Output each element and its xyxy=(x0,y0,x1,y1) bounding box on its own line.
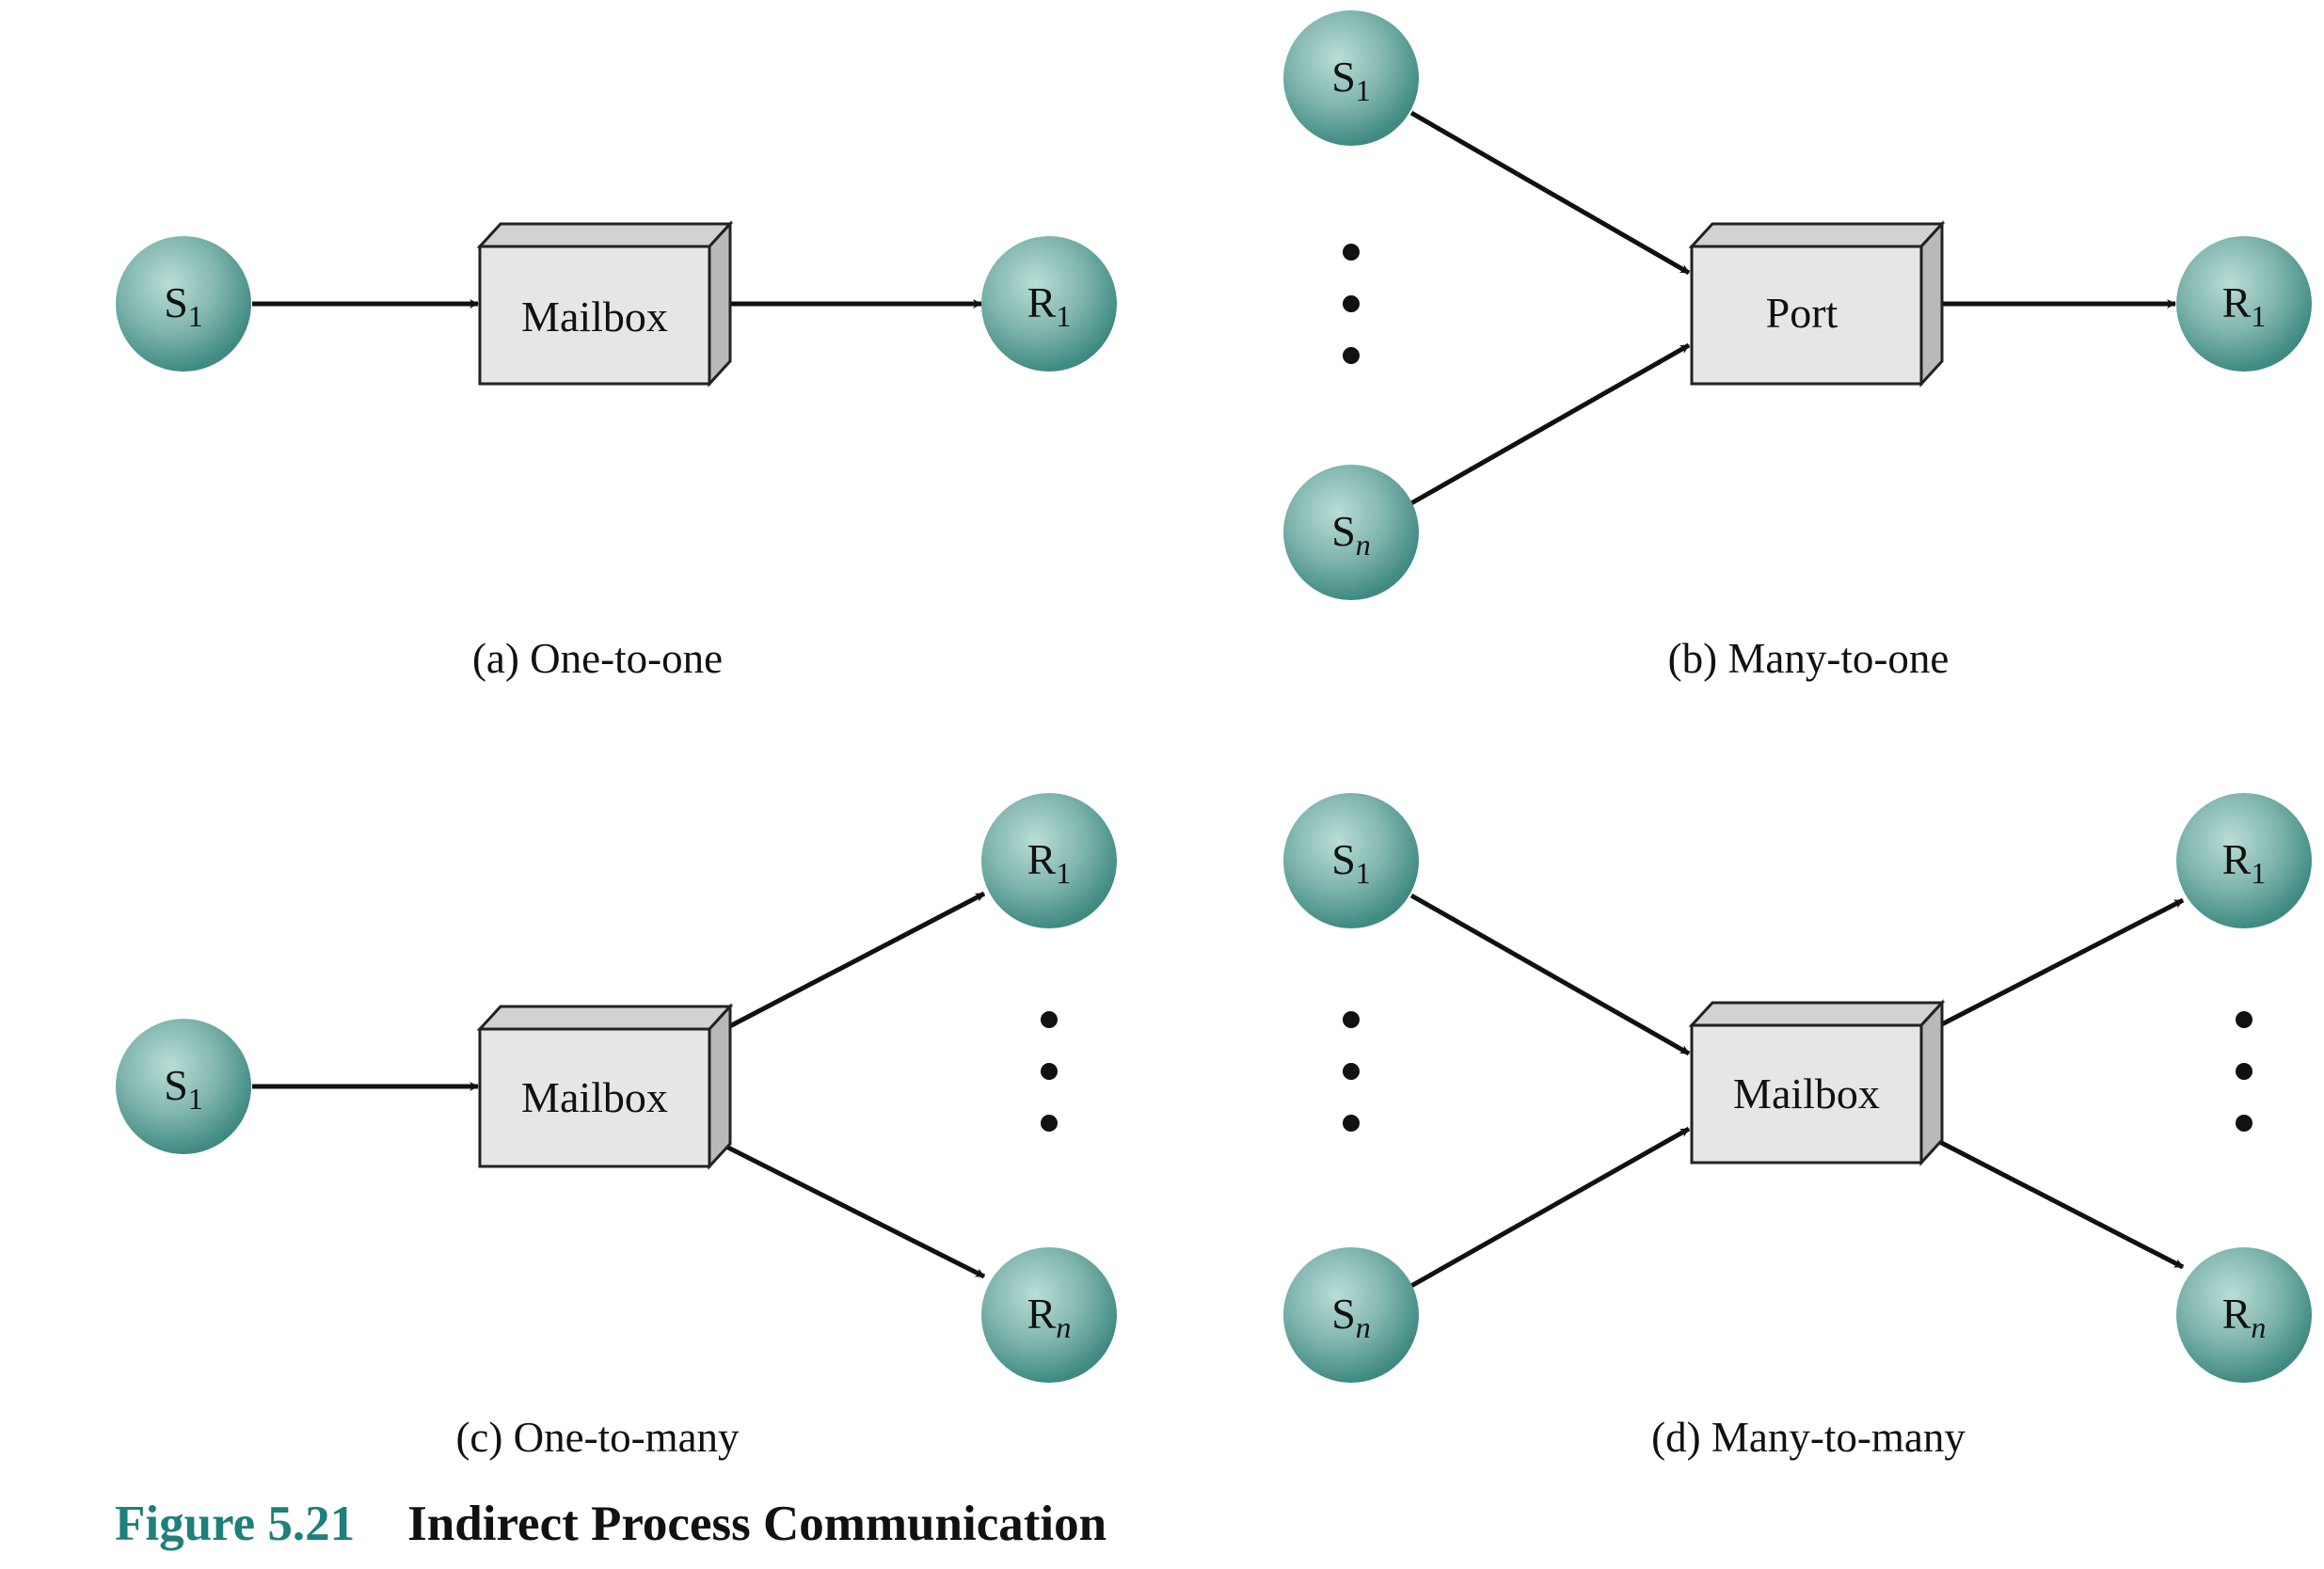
arrow-sn-to-mailbox xyxy=(1409,1126,1691,1289)
figure-number: Figure 5.21 xyxy=(115,1497,356,1551)
panel-a-caption: (a) One-to-one xyxy=(472,635,723,682)
arrow-sn-to-port xyxy=(1409,342,1691,506)
mailbox-label: Mailbox xyxy=(1733,1070,1880,1117)
receiver-node-rn: Rn xyxy=(981,1247,1117,1383)
arrow-s1-to-port xyxy=(1409,110,1691,276)
receiver-node-r1: R1 xyxy=(981,236,1117,372)
arrow-mailbox-to-r1 xyxy=(721,891,986,1033)
panel-b: Port S1 Sn R1 (b) Many-to-one xyxy=(1283,10,2312,682)
sender-node-s1: S1 xyxy=(1283,10,1419,146)
r1-label: R1 xyxy=(1027,835,1072,890)
mailbox-box: Mailbox xyxy=(476,220,734,388)
receiver-node-r1: R1 xyxy=(2176,236,2312,372)
panel-a: Mailbox S1 R1 (a) One-to-one xyxy=(116,220,1117,682)
sender-node-s1: S1 xyxy=(116,1019,251,1154)
panel-b-caption: (b) Many-to-one xyxy=(1668,635,1950,682)
r1-label: R1 xyxy=(2222,835,2267,890)
sender-node-s1: S1 xyxy=(116,236,251,372)
sender-node-sn: Sn xyxy=(1283,1247,1419,1383)
s1-label: S1 xyxy=(1331,835,1371,890)
receiver-ellipsis-dots xyxy=(2236,1011,2252,1132)
port-label: Port xyxy=(1766,289,1839,337)
sender-ellipsis-dots xyxy=(1343,1011,1360,1132)
port-box: Port xyxy=(1688,220,1946,388)
arrow-mailbox-to-r1 xyxy=(1929,897,2185,1033)
panel-c-caption: (c) One-to-many xyxy=(455,1414,740,1461)
arrow-mailbox-to-rn xyxy=(713,1138,986,1279)
arrow-mailbox-to-rn xyxy=(1927,1133,2185,1270)
panel-d: Mailbox S1 Sn R1 Rn (d) Many-to-many xyxy=(1283,793,2312,1461)
figure-caption: Figure 5.21 Indirect Process Communicatio… xyxy=(115,1496,1106,1552)
sender-node-sn: Sn xyxy=(1283,465,1419,600)
receiver-node-r1: R1 xyxy=(981,793,1117,928)
panel-d-caption: (d) Many-to-many xyxy=(1651,1414,1966,1461)
panel-c: Mailbox S1 R1 Rn (c) One-to-many xyxy=(116,793,1117,1461)
figure-title: Indirect Process Communication xyxy=(407,1497,1107,1551)
ellipsis-dots xyxy=(1343,244,1360,364)
receiver-node-r1: R1 xyxy=(2176,793,2312,928)
mailbox-box: Mailbox xyxy=(1688,999,1946,1166)
mailbox-label: Mailbox xyxy=(521,1073,668,1121)
s1-label: S1 xyxy=(1331,53,1371,107)
mailbox-label: Mailbox xyxy=(521,293,668,341)
sender-node-s1: S1 xyxy=(1283,793,1419,928)
mailbox-box: Mailbox xyxy=(476,1003,734,1170)
ellipsis-dots xyxy=(1041,1011,1058,1132)
arrow-s1-to-mailbox xyxy=(1409,893,1691,1056)
receiver-node-rn: Rn xyxy=(2176,1247,2312,1383)
